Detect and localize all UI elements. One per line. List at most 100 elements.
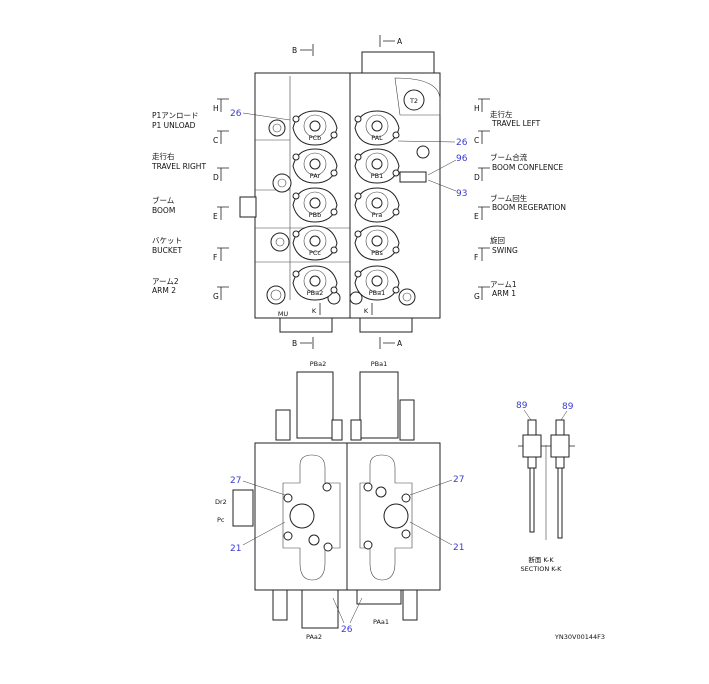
solenoid-pba2 xyxy=(296,371,334,439)
port-label: PCb xyxy=(309,134,322,142)
side-fittings-dr2-pc xyxy=(232,489,254,527)
section-marker-letter: F xyxy=(474,253,478,262)
port-label: PBa2 xyxy=(307,289,324,297)
section-marker-letter: F xyxy=(213,253,217,262)
section-kk: 89 89 断面 K-K SECTION K-K xyxy=(516,401,575,573)
section-marker-letter: H xyxy=(213,104,219,113)
port-label: PBa1 xyxy=(369,289,386,297)
port-label: PCc xyxy=(309,249,321,257)
function-label-jp: バケット xyxy=(152,236,182,245)
valve-port: PBs xyxy=(354,225,400,261)
function-label-jp: P1アンロード xyxy=(152,111,199,120)
boom-conflence-plate xyxy=(399,171,427,183)
callout-26-bottom: 26 xyxy=(341,625,353,635)
valve-port: PB1 xyxy=(354,148,400,184)
function-label-en: BUCKET xyxy=(152,246,183,255)
mu-label: MU xyxy=(278,310,289,318)
section-marker-letter: G xyxy=(213,292,219,301)
function-label-en: ARM 1 xyxy=(492,289,516,298)
function-label-jp: アーム1 xyxy=(490,280,517,289)
function-label-jp: 走行左 xyxy=(490,109,513,119)
valve-port: PBa2 xyxy=(292,265,338,301)
function-label-jp: ブーム合流 xyxy=(490,152,528,162)
valve-port: PAL xyxy=(354,110,400,146)
bottom-view: PBa2 PBa1 Dr2 Pc PAa2 PAa1 27 21 27 21 2… xyxy=(215,360,464,641)
port-label: PAr xyxy=(310,172,321,180)
function-label-jp: ブーム xyxy=(152,195,174,205)
valve-port: PCc xyxy=(292,225,338,261)
callout-96: 96 xyxy=(456,154,468,164)
function-label-jp: アーム2 xyxy=(152,277,179,286)
callout-26-right: 26 xyxy=(456,138,468,148)
bottom-protrusion-right xyxy=(359,317,413,333)
t2-port xyxy=(403,89,425,111)
port-label: Pra xyxy=(372,211,382,219)
function-label-en: TRAVEL LEFT xyxy=(491,119,541,128)
section-marker-letter: D xyxy=(474,173,480,182)
callout-21-left: 21 xyxy=(230,544,241,554)
port-label: PAL xyxy=(371,134,383,142)
callout-27-right: 27 xyxy=(453,475,464,485)
function-label-en: SWING xyxy=(492,246,518,255)
bottom-protrusion-left xyxy=(279,317,333,333)
port-label: PBb xyxy=(309,211,322,219)
section-marker-letter: E xyxy=(474,212,479,221)
paa2-label: PAa2 xyxy=(306,633,322,641)
function-label-en: BOOM xyxy=(152,206,175,215)
section-marker-letter: D xyxy=(213,173,219,182)
section-marker: H xyxy=(213,98,229,113)
fitting-paa1 xyxy=(356,589,402,605)
valve-port: PCb xyxy=(292,110,338,146)
section-marker: G xyxy=(213,286,229,301)
function-label-en: P1 UNLOAD xyxy=(152,121,196,130)
valve-port: PBb xyxy=(292,187,338,223)
section-a-label-top: A xyxy=(397,37,403,46)
function-label-en: TRAVEL RIGHT xyxy=(151,162,206,171)
function-label-jp: 旋回 xyxy=(490,235,505,245)
callout-21-right: 21 xyxy=(453,543,464,553)
function-label-jp: 走行右 xyxy=(152,151,175,161)
drawing-number: YN30V00144F3 xyxy=(554,633,605,641)
section-marker: F xyxy=(213,247,229,262)
fitting-paa2 xyxy=(301,589,339,629)
dr2-label: Dr2 xyxy=(215,498,227,506)
function-label-en: ARM 2 xyxy=(152,286,176,295)
section-marker: E xyxy=(213,206,229,221)
section-marker: D xyxy=(213,167,229,182)
k-label-left: K xyxy=(312,307,317,315)
callout-89-right: 89 xyxy=(562,402,574,412)
port-label: PB1 xyxy=(371,172,384,180)
valve-port: PAr xyxy=(292,148,338,184)
valve-port: PBa1 xyxy=(354,265,400,301)
callout-27-left: 27 xyxy=(230,476,241,486)
function-label-en: BOOM CONFLENCE xyxy=(492,163,564,172)
section-marker: C xyxy=(213,130,229,145)
pba2-label: PBa2 xyxy=(310,360,327,368)
port-label: PBs xyxy=(371,249,383,257)
section-b-label-top: B xyxy=(292,46,297,55)
callout-26-left: 26 xyxy=(230,109,242,119)
section-marker-letter: C xyxy=(474,136,479,145)
section-marker-letter: E xyxy=(213,212,218,221)
callout-89-left: 89 xyxy=(516,401,528,411)
section-marker: D xyxy=(474,167,490,182)
side-fitting xyxy=(239,196,257,218)
pc-label: Pc xyxy=(217,516,225,524)
section-marker: H xyxy=(474,98,490,113)
section-a-label-bottom: A xyxy=(397,339,403,348)
pba1-label: PBa1 xyxy=(371,360,388,368)
solenoid-pba1 xyxy=(359,371,399,439)
k-label-right: K xyxy=(364,307,369,315)
section-title-jp: 断面 K-K xyxy=(528,555,554,564)
paa1-label: PAa1 xyxy=(373,618,389,626)
callout-93: 93 xyxy=(456,189,467,199)
section-marker-letter: C xyxy=(213,136,218,145)
section-marker: F xyxy=(474,247,490,262)
